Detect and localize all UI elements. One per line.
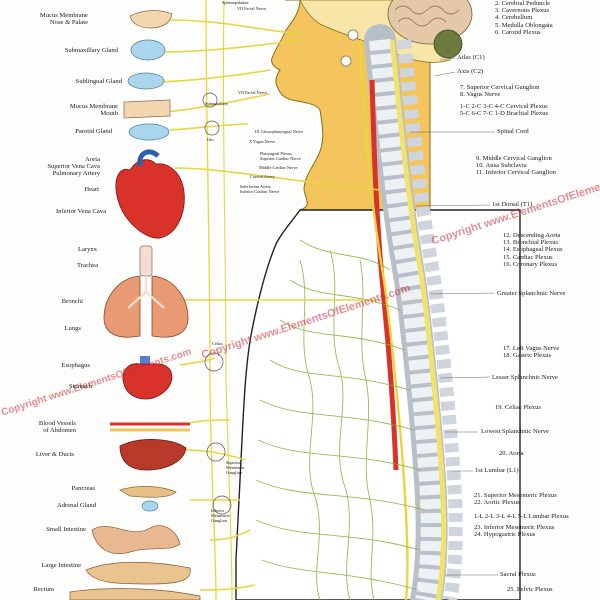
label-sup-cervical-ganglion: 7. Superior Cervical Ganglion 8. Vagus N… [460,84,540,99]
nerve-plexus-web [255,239,426,600]
label-sup-mesenteric-ganglion: Superior Mesenteric Ganglion [226,460,246,475]
label-pancreas: Pancreas [71,485,95,492]
label-parotid-gland: Parotid Gland [75,128,112,135]
vagus-trunk-2 [222,0,233,600]
nose-membrane-icon [129,10,173,29]
label-lungs: Lungs [64,325,81,332]
stomach-icon [122,363,173,400]
label-axis: Axis (C2) [457,68,484,75]
label-atlas: Atlas (C1) [457,54,485,61]
label-facial-nerve-mid: VII Facial Nerve [238,90,268,95]
otic-ganglion [204,120,220,136]
label-cervical-plexus: 1-C 2-C 3-C 4-C Cervical Plexus 5-C 6-C … [460,103,549,118]
label-greater-splanchnic: Greater Splanchnic Nerve [497,290,566,297]
ear-ganglion [340,55,352,67]
label-mid-cervical: 9. Middle Cervical Ganglion 10. Ansa Sub… [476,155,556,177]
label-esophagus: Esophagus [61,362,90,369]
label-pharyngeal: Pharyngeal Plexus Superior Cardiac Nerve [260,151,301,161]
label-inferior-vena-cava: Inferior Vena Cava [55,208,106,215]
visceral-nerves [159,19,381,591]
sublingual-gland-icon [127,72,165,90]
label-mucus-mouth: Mucus Membrane Mouth [69,103,118,118]
label-facial-nerve-top: VII Facial Nerve [237,6,267,11]
label-aorta-20: 20. Aorta [499,450,524,457]
torso-outline [235,209,521,600]
label-trachea: Trachea [77,262,98,269]
label-inf-mesenteric: 23. Inferior Mesenteric Plexus 24. Hypog… [474,524,555,539]
label-celiac-plexus: 19. Celiac Plexus [495,404,541,411]
heart-icon [115,159,185,239]
eye-ganglion [347,29,359,41]
rectum-icon [69,588,201,600]
label-bronchi: Bronchi [61,298,83,305]
label-first-dorsal: 1st Dorsal (T1) [492,201,533,208]
label-heart: Heart [84,186,99,193]
label-glossopharyngeal: IX Glossopharyngeal Nerve [255,129,304,134]
bronchi-icon [127,276,165,309]
large-intestine-icon [85,561,191,585]
label-top-list: 2. Cerebral Peduncle 3. Cavernous Plexus… [495,0,553,36]
label-rectum: Rectum [33,586,54,593]
label-blood-vessels: Blood Vessels of Abdomen [38,420,76,435]
label-sacral-plexus: Sacral Plexus [500,571,536,578]
liver-icon [119,439,187,471]
label-large-intestine: Large Intestine [41,562,81,569]
submaxillary-gland-icon [130,39,166,61]
label-spinal-cord: Spinal Cord [497,128,529,135]
label-lumbar-plexus: 1-L 2-L 3-L 4-L 5-L Lumbar Plexus [474,513,569,520]
celiac-ganglion [204,352,224,372]
aorta-arch-icon [137,149,160,167]
label-mesenteric-list: 21. Superior Mesenteric Plexus 22. Aorti… [474,492,557,507]
label-subclavian: Subclavian Artery Inferior Cardiac Nerve [240,184,280,194]
label-mucus-nose: Mucus Membrane Nose & Palate [39,12,88,27]
brain-folds [394,5,460,27]
submaxillary-ganglion [202,92,218,108]
label-vagus-x: X Vagus Nerve [249,139,276,144]
label-sublingual-gland: Sublingual Gland [75,78,122,85]
label-first-lumbar: 1st Lumbar (L1) [475,467,519,474]
label-submaxillary-ganglion: Submaxillary [205,101,229,106]
vagus-trunk [205,0,217,600]
label-plexus-list: 12. Descending Aorta 13. Bronchial Plexu… [503,232,563,268]
label-aorta-group: Aorta Superior Vena Cava Pulmonary Arter… [47,156,100,178]
label-adrenal-gland: Adrenal Gland [57,502,96,509]
mouth-membrane-icon [123,99,171,119]
label-vagus-list: 17. Left Vagus Nerve 18. Gastric Plexus [503,345,560,360]
right-leader-lines [410,57,498,576]
label-submaxillary-gland: Submaxillary Gland [64,47,118,54]
descending-aorta [369,79,399,471]
pancreas-icon [119,486,177,498]
label-liver: Liver & Ducts [35,451,74,458]
esophagus-icon [140,356,150,366]
parotid-gland-icon [128,123,170,141]
label-stomach: Stomach [68,383,92,390]
spine [364,24,463,600]
label-inf-mesenteric-ganglion: Inferior Mesenteric Ganglion [211,508,231,523]
lungs-icon [103,275,189,338]
label-otic: Otic [207,137,215,142]
label-pelvic-plexus: 25. Pelvic Plexus [507,586,553,593]
label-middle-cardiac: Middle Cardiac Nerve [259,165,298,170]
inf-mesenteric-ganglion [212,495,232,515]
adrenal-gland-icon [141,500,159,512]
label-carotid-artery: Carotid Artery [250,174,275,179]
sympathetic-chain [358,39,409,600]
label-celiac: Celiac [212,341,223,346]
label-small-intestine: Small Intestine [46,526,86,533]
label-lowest-splanchnic: Lowest Splanchnic Nerve [481,428,550,435]
label-larynx: Larynx [77,246,97,253]
sup-mesenteric-ganglion [206,442,226,462]
label-sphenopalatine: Sphenopalatine [222,0,249,5]
trachea-icon [139,245,153,277]
label-lesser-splanchnic: Lesser Splanchnic Nerve [492,374,558,381]
small-intestine-icon [91,525,181,554]
cerebellum-icon [433,29,463,59]
spinal-cord [389,39,447,600]
